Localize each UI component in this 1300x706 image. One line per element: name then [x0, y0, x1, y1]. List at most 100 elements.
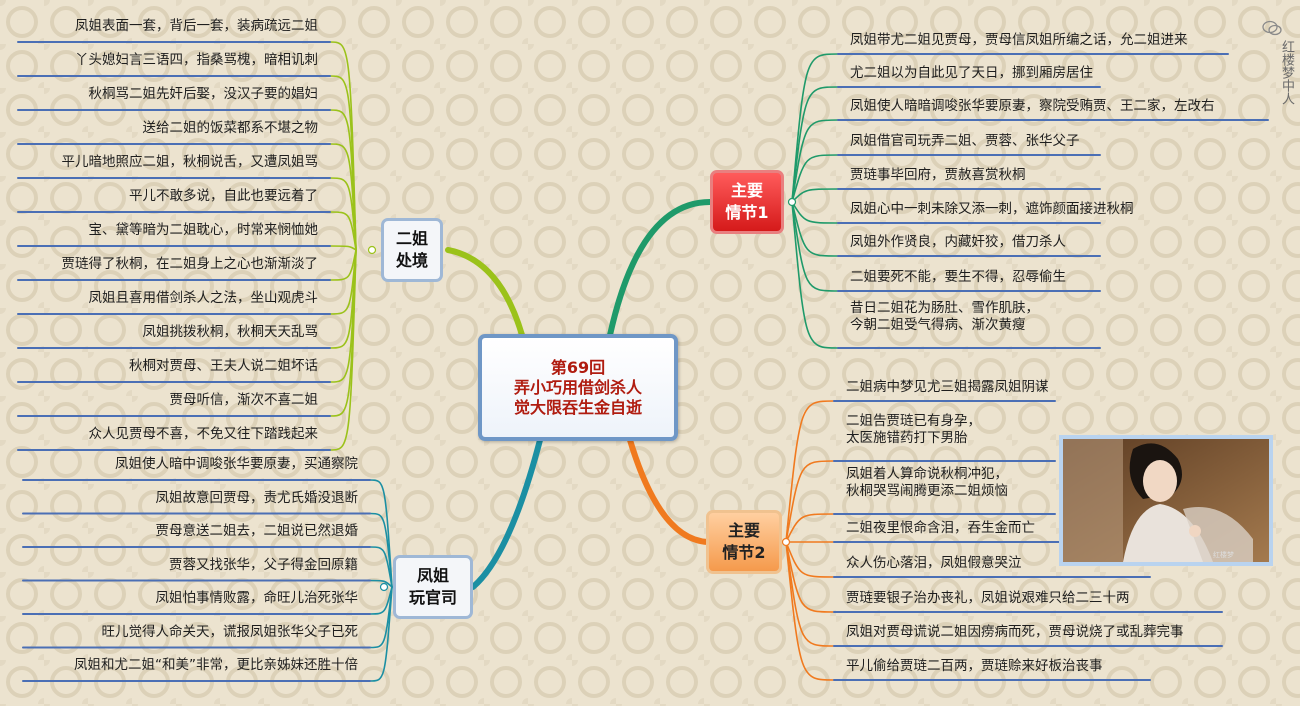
branch-fengjie-lawsuit[interactable]: 凤姐 玩官司 [393, 555, 473, 619]
erjie-leaf-item[interactable]: 送给二姐的饭菜都系不堪之物 [142, 120, 319, 136]
branch-erjie-label-1: 二姐 [395, 229, 428, 248]
main2-leaf-item[interactable]: 众人伤心落泪，凤姐假意哭泣 [846, 555, 1022, 572]
connector-erjie-leaf [329, 249, 357, 281]
connector-main1-leaf [791, 86, 839, 203]
connector-erjie-leaf [329, 143, 357, 251]
erjie-leaf-item[interactable]: 平儿不敢多说，自此也要远着了 [129, 188, 318, 204]
main1-leaf-line: 凤姐心中一刺未除又添一刺，遮饰颜面接进秋桐 [850, 201, 1134, 217]
connector-fengjie-leaf [369, 479, 393, 588]
main2-leaf-line: 二姐病中梦见尤三姐揭露凤姐阴谋 [846, 379, 1049, 395]
connector-fengjie-leaf [369, 579, 393, 588]
connector-main2-leaf [785, 541, 835, 647]
illustration-image: 红楼梦 [1059, 435, 1273, 566]
erjie-leaf-item[interactable]: 平儿暗地照应二姐，秋桐说舌，又遭凤姐骂 [61, 154, 319, 170]
erjie-leaf-item[interactable]: 丫头媳妇言三语四，指桑骂槐，暗相讥刺 [75, 52, 318, 68]
fengjie-leaf-item[interactable]: 凤姐怕事情败露，命旺儿治死张华 [155, 590, 359, 606]
main2-leaf-item[interactable]: 凤姐着人算命说秋桐冲犯，秋桐哭骂闹腾更添二姐烦恼 [846, 466, 1008, 500]
erjie-leaf-item[interactable]: 凤姐且喜用借剑杀人之法，坐山观虎斗 [88, 290, 319, 306]
branch-main-plot-1[interactable]: 主要 情节1 [710, 170, 784, 234]
fengjie-leaf-item[interactable]: 贾蓉又找张华，父子得金回原籍 [169, 556, 358, 573]
connector-center-fengjie [470, 437, 543, 590]
main2-leaf-item[interactable]: 二姐夜里恨命含泪，吞生金而亡 [846, 520, 1035, 537]
branch-erjie-situation[interactable]: 二姐 处境 [381, 218, 443, 282]
erjie-leaf-item[interactable]: 秋桐骂二姐先奸后娶，没汉子要的娼妇 [88, 86, 319, 102]
connector-main1-leaf [791, 201, 839, 349]
main1-leaf-line: 凤姐使人暗暗调唆张华要原妻，察院受贿贾、王二家，左改右 [850, 98, 1215, 114]
main2-leaf-line: 太医施错药打下男胎 [846, 430, 968, 446]
main1-leaf-line: 昔日二姐花为肠肚、雪作肌肤， [850, 300, 1039, 316]
fengjie-leaf-item[interactable]: 凤姐故意回贾母，责尤氏婚没退断 [155, 489, 359, 506]
connector-main2-leaf [785, 541, 835, 681]
main1-leaf-item[interactable]: 凤姐带尤二姐见贾母，贾母信凤姐所编之话，允二姐进来 [850, 32, 1188, 49]
main2-leaf-line: 凤姐着人算命说秋桐冲犯， [846, 466, 1008, 482]
branch-collapse-handle[interactable] [787, 197, 797, 207]
main2-leaf-item[interactable]: 平儿偷给贾琏二百两，贾琏赊来好板治丧事 [846, 658, 1103, 675]
branch-collapse-handle[interactable] [781, 537, 791, 547]
main2-leaf-line: 众人伤心落泪，凤姐假意哭泣 [846, 555, 1022, 571]
fengjie-leaf-item[interactable]: 旺儿觉得人命关天，谎报凤姐张华父子已死 [101, 623, 359, 640]
connector-main2-leaf [785, 541, 835, 613]
branch-main1-label-2: 情节1 [725, 203, 769, 222]
chapter-number: 第69回 [550, 357, 606, 377]
fengjie-leaf-item[interactable]: 贾母意送二姐去，二姐说已然退婚 [155, 523, 359, 539]
main2-leaf-line: 秋桐哭骂闹腾更添二姐烦恼 [846, 483, 1008, 499]
main1-leaf-line: 凤姐外作贤良，内藏奸狡，借刀杀人 [850, 234, 1066, 250]
erjie-leaf-item[interactable]: 秋桐对贾母、王夫人说二姐坏话 [129, 358, 318, 374]
connector-fengjie-leaf [369, 586, 393, 615]
main1-leaf-item[interactable]: 凤姐心中一刺未除又添一刺，遮饰颜面接进秋桐 [850, 201, 1134, 218]
main1-leaf-item[interactable]: 凤姐外作贤良，内藏奸狡，借刀杀人 [850, 234, 1066, 251]
main2-leaf-line: 二姐告贾琏已有身孕， [846, 413, 981, 429]
main1-leaf-item[interactable]: 凤姐借官司玩弄二姐、贾蓉、张华父子 [850, 133, 1080, 150]
main2-leaf-item[interactable]: 贾琏要银子治办丧礼，凤姐说艰难只给二三十两 [846, 590, 1130, 607]
branch-collapse-handle[interactable] [367, 245, 377, 255]
main1-leaf-item[interactable]: 二姐要死不能，要生不得，忍辱偷生 [850, 269, 1066, 286]
connector-erjie-leaf [329, 249, 357, 451]
connector-center-main1 [607, 198, 715, 338]
branch-erjie-label-2: 处境 [395, 251, 428, 270]
main1-leaf-item[interactable]: 尤二姐以为自此见了天日，挪到厢房居住 [850, 65, 1093, 82]
connector-fengjie-leaf [369, 586, 393, 682]
main2-leaf-line: 贾琏要银子治办丧礼，凤姐说艰难只给二三十两 [846, 590, 1130, 606]
connector-main1-leaf [791, 201, 839, 257]
connector-erjie-leaf [329, 211, 357, 251]
connector-main1-leaf [791, 53, 839, 203]
connector-fengjie-leaf [369, 512, 393, 588]
connector-erjie-leaf [329, 249, 357, 417]
connector-center-erjie [445, 247, 525, 338]
connector-main2-leaf [785, 460, 835, 543]
erjie-leaf-item[interactable]: 凤姐表面一套，背后一套，装病疏远二姐 [75, 18, 318, 34]
fengjie-leaf-item[interactable]: 凤姐使人暗中调唆张华要原妻，买通察院 [115, 456, 358, 472]
main2-leaf-line: 平儿偷给贾琏二百两，贾琏赊来好板治丧事 [846, 658, 1103, 674]
branch-main1-label-1: 主要 [730, 181, 763, 200]
erjie-leaf-item[interactable]: 众人见贾母不喜，不免又往下踏践起来 [88, 426, 319, 442]
chapter-title-1: 弄小巧用借剑杀人 [513, 377, 642, 397]
main1-leaf-line: 今朝二姐受气得病、渐次黄瘦 [850, 317, 1026, 333]
main2-leaf-line: 二姐夜里恨命含泪，吞生金而亡 [846, 520, 1035, 536]
main1-leaf-item[interactable]: 昔日二姐花为肠肚、雪作肌肤，今朝二姐受气得病、渐次黄瘦 [850, 300, 1039, 334]
connector-main1-leaf [791, 201, 839, 224]
main1-leaf-item[interactable]: 贾琏事毕回府，贾赦喜赏秋桐 [850, 167, 1026, 184]
connector-erjie-leaf [329, 177, 357, 251]
branch-main2-label-1: 主要 [727, 521, 760, 540]
main1-leaf-item[interactable]: 凤姐使人暗暗调唆张华要原妻，察院受贿贾、王二家，左改右 [850, 98, 1215, 115]
erjie-leaf-item[interactable]: 贾母听信，渐次不喜二姐 [169, 392, 319, 408]
erjie-leaf-item[interactable]: 贾琏得了秋桐，在二姐身上之心也渐渐淡了 [61, 256, 319, 272]
wechat-icon [1262, 20, 1282, 36]
main2-leaf-item[interactable]: 凤姐对贾母谎说二姐因痨病而死，贾母说烧了或乱葬完事 [846, 624, 1184, 641]
fengjie-leaf-item[interactable]: 凤姐和尤二姐“和美”非常，更比亲姊妹还胜十倍 [74, 657, 358, 673]
branch-collapse-handle[interactable] [379, 582, 389, 592]
connector-erjie-leaf [329, 245, 357, 251]
central-topic[interactable]: 第69回 弄小巧用借剑杀人 觉大限吞生金自逝 [478, 334, 678, 441]
connector-main2-leaf [785, 541, 835, 578]
svg-text:红楼梦: 红楼梦 [1213, 550, 1234, 559]
main2-leaf-item[interactable]: 二姐病中梦见尤三姐揭露凤姐阴谋 [846, 379, 1049, 396]
main2-leaf-line: 凤姐对贾母谎说二姐因痨病而死，贾母说烧了或乱葬完事 [846, 624, 1184, 640]
connector-main2-leaf [785, 513, 835, 543]
connector-main1-leaf [791, 154, 839, 203]
main1-leaf-line: 二姐要死不能，要生不得，忍辱偷生 [850, 269, 1066, 285]
main2-leaf-item[interactable]: 二姐告贾琏已有身孕，太医施错药打下男胎 [846, 413, 981, 447]
erjie-leaf-item[interactable]: 凤姐挑拨秋桐，秋桐天天乱骂 [142, 324, 319, 340]
connector-main2-leaf [785, 400, 835, 543]
branch-main-plot-2[interactable]: 主要 情节2 [706, 510, 782, 574]
erjie-leaf-item[interactable]: 宝、黛等暗为二姐耽心，时常来悯恤她 [88, 222, 319, 238]
